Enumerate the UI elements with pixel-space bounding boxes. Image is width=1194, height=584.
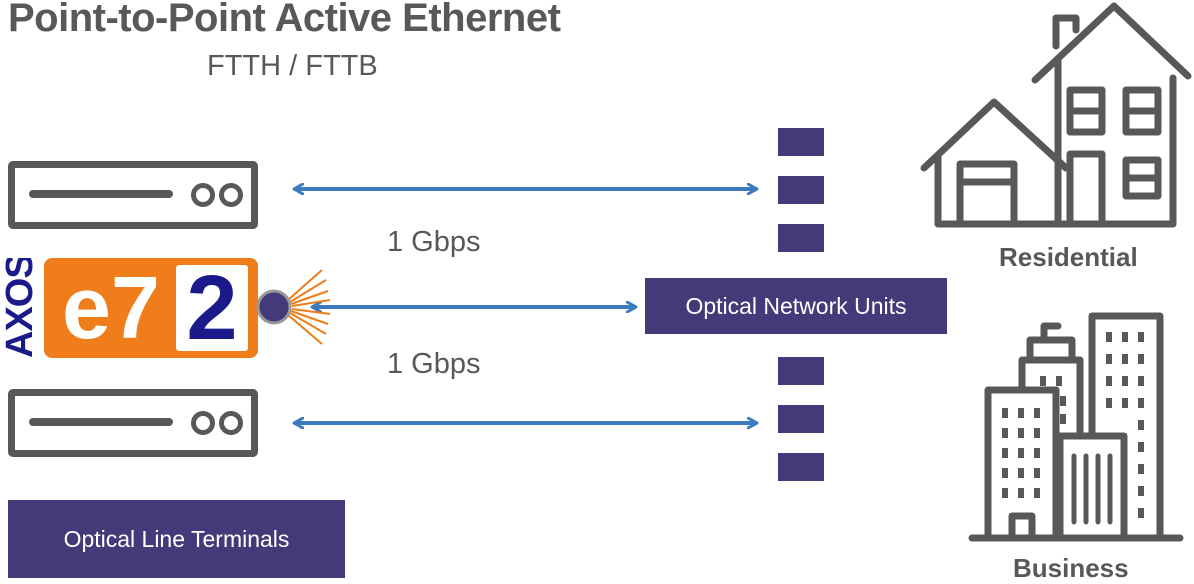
- axos-logo: AXOS: [0, 258, 41, 358]
- onu-block-icon: [778, 224, 824, 252]
- e72-logo-2: 2: [176, 262, 248, 354]
- residential-label: Residential: [999, 242, 1138, 272]
- onu-block-icon: [778, 453, 824, 481]
- axos-logo-text: AXOS: [0, 258, 41, 358]
- e72-logo: e7 2: [44, 258, 258, 358]
- diagram-subtitle: FTTH / FTTB: [207, 50, 378, 82]
- onu-label: Optical Network Units: [645, 278, 947, 334]
- olt-server-top-icon: [8, 161, 258, 229]
- onu-block-icon: [778, 405, 824, 433]
- diagram-title: Point-to-Point Active Ethernet: [8, 0, 561, 40]
- onu-block-icon: [778, 357, 824, 385]
- fiber-burst-icon: [287, 269, 331, 345]
- e72-logo-e7: e7: [62, 258, 160, 357]
- residential-house-icon: [920, 2, 1192, 228]
- business-label: Business: [1013, 553, 1129, 583]
- speed-label-bottom: 1 Gbps: [387, 348, 481, 380]
- onu-block-icon: [778, 128, 824, 156]
- olt-server-bottom-icon: [8, 389, 258, 457]
- fiber-connector-icon: [256, 289, 292, 325]
- speed-label-top: 1 Gbps: [387, 226, 481, 258]
- onu-block-icon: [778, 176, 824, 204]
- olt-label: Optical Line Terminals: [8, 500, 345, 578]
- business-buildings-icon: [968, 312, 1184, 542]
